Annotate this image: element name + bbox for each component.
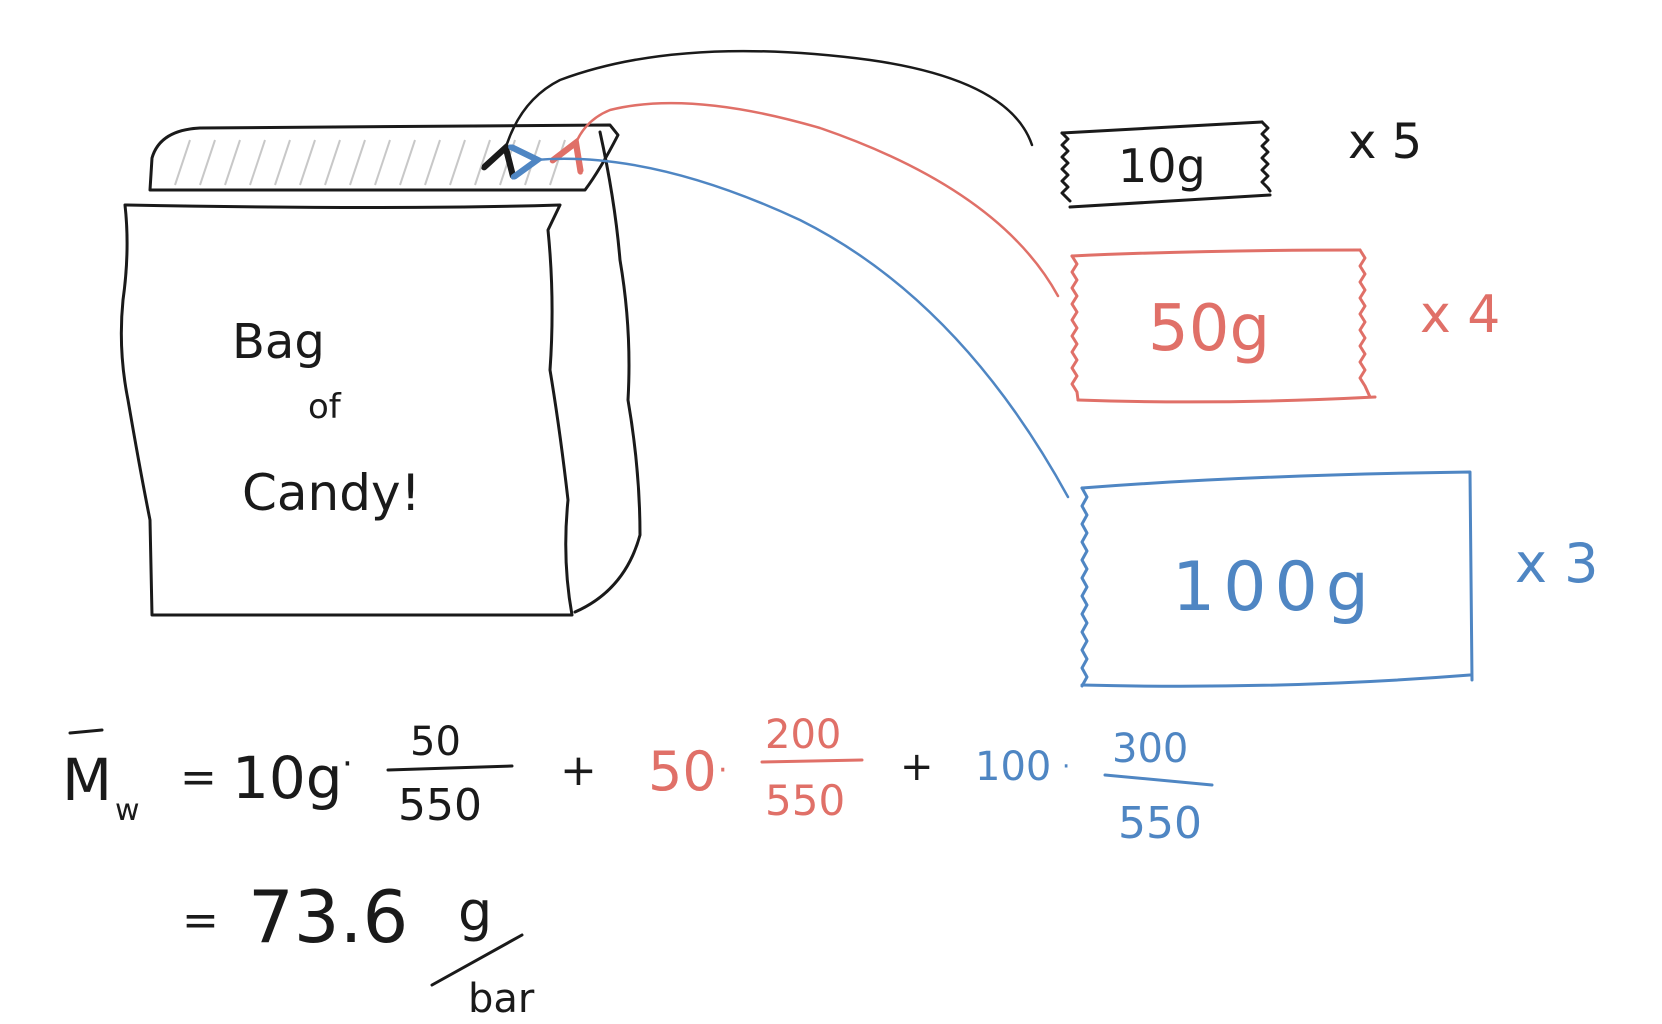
plus-sign-2: + [900,744,934,790]
bag-side [573,130,642,614]
candy-100g-label: 100g [1172,548,1377,627]
result-unit-denominator: bar [468,976,535,1022]
mw-symbol: M [62,746,112,814]
candy-50g-right-zigzag [1358,248,1372,399]
candy-50g: 50g x 4 [1070,248,1500,404]
term1-factor: 10g [232,744,343,812]
term1-denominator: 550 [398,780,482,831]
term3-factor: 100 [975,744,1051,790]
arrow-50g-to-bag [575,101,1060,298]
mw-bar [68,728,104,735]
candy-100g-left-zigzag [1080,486,1089,688]
result-value: 73.6 [248,875,408,959]
result-unit-slash [430,933,524,987]
candy-100g-wrapper [1080,470,1474,688]
bag-label-line3: Candy! [242,464,421,522]
candy-10g-label: 10g [1118,139,1206,193]
bag-label-line1: Bag [232,314,325,370]
candy-10g-count: x 5 [1348,114,1422,170]
term3-fraction-bar [1103,773,1214,787]
term3-dot: · [1062,752,1070,782]
candy-50g-label: 50g [1148,292,1270,366]
candy-100g-count: x 3 [1515,532,1598,595]
result-unit-numerator: g [458,880,492,943]
plus-sign-1: + [560,745,597,796]
bag-opening [148,123,620,192]
candy-50g-left-zigzag [1070,254,1080,402]
bag-label-line2: of [308,387,342,427]
candy-100g: 100g x 3 [1080,470,1598,688]
bag-front [119,203,574,617]
term2-factor: 50 [648,740,717,803]
equation: M w = 10g · 50 550 + 50 · 200 550 + 100 … [62,712,1214,1022]
equals-sign-2: = [182,895,219,946]
term3-denominator: 550 [1118,798,1202,849]
candy-bag: Bag of Candy! [119,123,642,617]
term2-denominator: 550 [765,776,845,825]
term1-numerator: 50 [410,719,461,765]
mw-subscript: w [115,793,140,828]
candy-50g-count: x 4 [1420,285,1500,345]
equals-sign-1: = [180,752,217,803]
term1-fraction-bar [386,764,514,772]
term2-numerator: 200 [765,712,841,758]
arrow-10g-to-bag [505,49,1034,150]
candy-10g-wrapper [1060,120,1272,209]
term2-dot: · [718,753,728,788]
term3-numerator: 300 [1112,726,1188,772]
candy-50g-wrapper [1070,248,1377,404]
arrow-100g-to-bag [535,159,1070,499]
term2-fraction-bar [760,758,864,764]
term1-dot: · [342,744,353,784]
candy-10g-right-zigzag [1260,120,1272,193]
candy-10g: 10g x 5 [1060,114,1422,209]
candy-10g-left-zigzag [1060,131,1072,203]
